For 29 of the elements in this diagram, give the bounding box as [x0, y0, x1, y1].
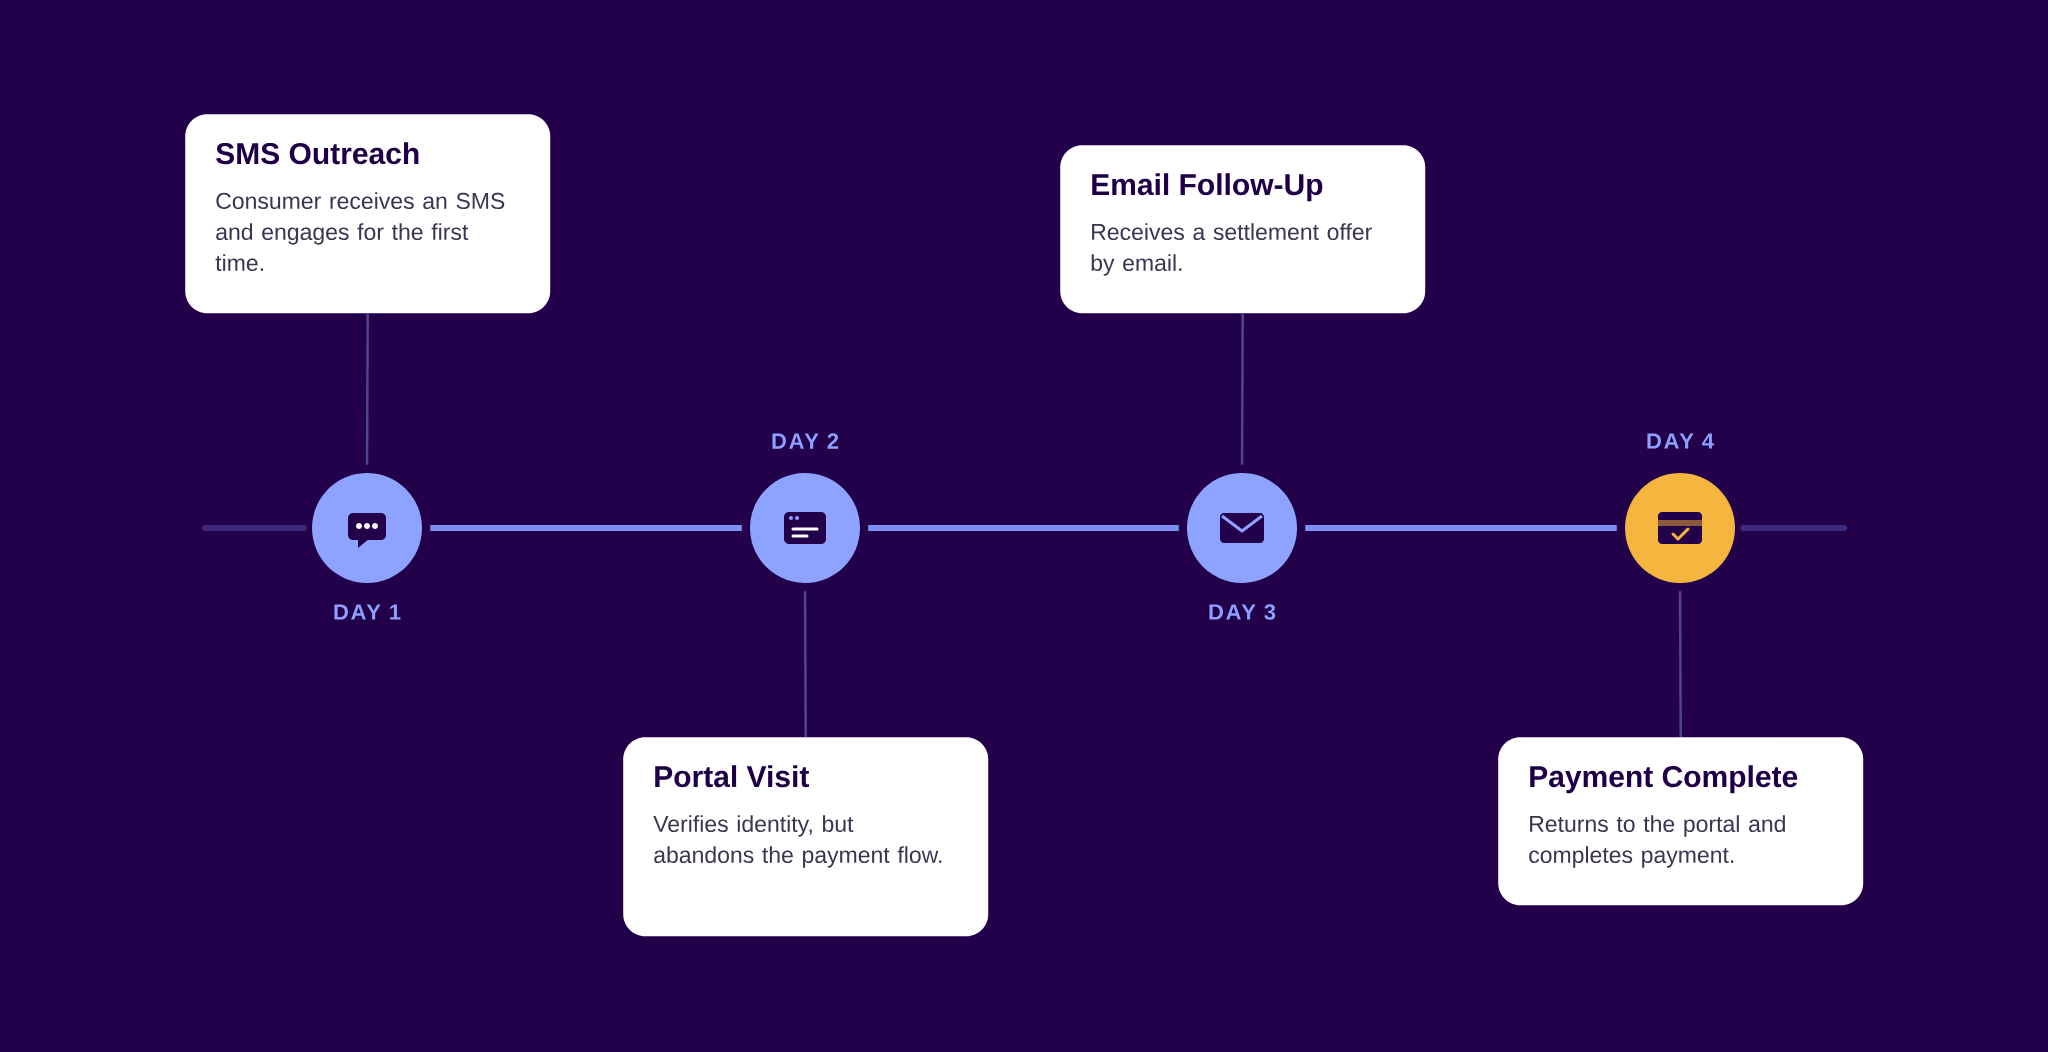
- timeline-line: [202, 525, 307, 531]
- day-label: DAY 4: [1647, 433, 1714, 449]
- day-label: DAY 3: [1209, 604, 1276, 620]
- card-heading: Payment Complete: [1530, 765, 1798, 794]
- leader-line: [365, 313, 369, 465]
- timeline-line: [430, 525, 742, 531]
- timeline-marker: [750, 473, 860, 583]
- leader-line: [1678, 591, 1682, 737]
- timeline-line: [1740, 525, 1847, 531]
- timeline-marker: [1625, 473, 1735, 583]
- event-card: [1498, 737, 1864, 906]
- card-heading: SMS Outreach: [216, 142, 419, 165]
- card-body: Returns to the portal and completes payment.: [1529, 815, 1785, 868]
- event-card: [185, 114, 551, 314]
- event-card: [623, 737, 989, 937]
- day-label: DAY 2: [772, 433, 839, 449]
- day-label: DAY 1: [334, 604, 401, 620]
- timeline-line: [868, 525, 1179, 531]
- timeline-marker: [312, 473, 422, 583]
- timeline-marker: [1187, 473, 1297, 583]
- card-heading: Portal Visit: [655, 765, 810, 788]
- event-card: [1060, 145, 1426, 314]
- card-body: Verifies identity, but abandons the payment flow.: [653, 815, 942, 868]
- card-body: Consumer receives an SMS and engages for the first time.: [215, 192, 505, 272]
- leader-line: [1240, 313, 1244, 465]
- timeline-line: [1305, 525, 1617, 531]
- card-body: Receives a settlement offer by email.: [1091, 223, 1372, 276]
- leader-line: [803, 591, 807, 737]
- card-heading: Email Follow-Up: [1092, 173, 1323, 202]
